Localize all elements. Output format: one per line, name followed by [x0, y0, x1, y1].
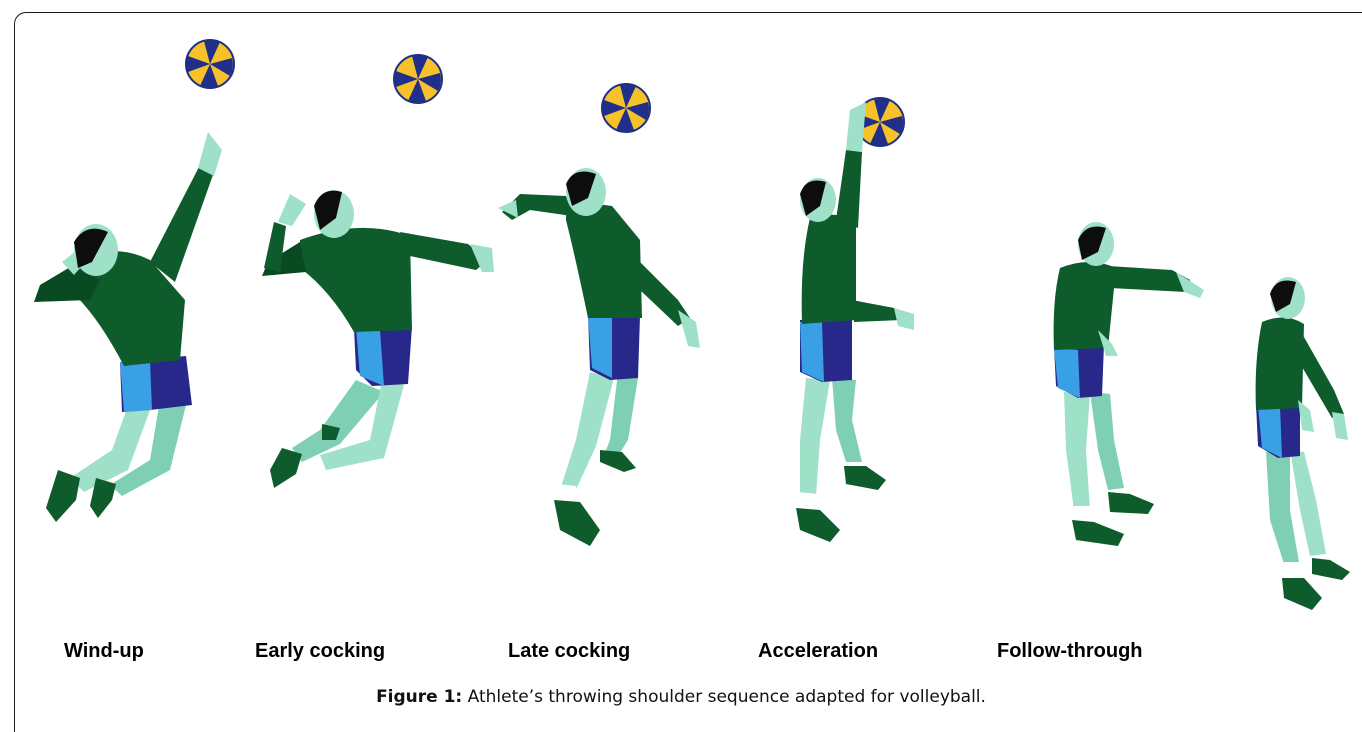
player-acceleration: [796, 98, 914, 542]
player-landing: [1256, 277, 1350, 610]
stage-label-wind-up: Wind-up: [64, 640, 144, 663]
figure-caption: Figure 1: Athlete’s throwing shoulder se…: [0, 687, 1362, 707]
player-follow-through: [1054, 222, 1204, 546]
stage-label-early-cocking: Early cocking: [255, 640, 385, 663]
stage-label-late-cocking: Late cocking: [508, 640, 630, 663]
stage-label-acceleration: Acceleration: [758, 640, 878, 663]
volleyball-icon: [602, 84, 650, 132]
volleyball-icon: [186, 40, 234, 88]
player-wind-up: [34, 40, 234, 522]
caption-text: Athlete’s throwing shoulder sequence ada…: [468, 687, 986, 707]
caption-label: Figure 1:: [376, 687, 462, 707]
player-early-cocking: [262, 55, 494, 488]
stage-label-follow-through: Follow-through: [997, 640, 1143, 663]
player-late-cocking: [498, 84, 700, 546]
volleyball-icon: [394, 55, 442, 103]
